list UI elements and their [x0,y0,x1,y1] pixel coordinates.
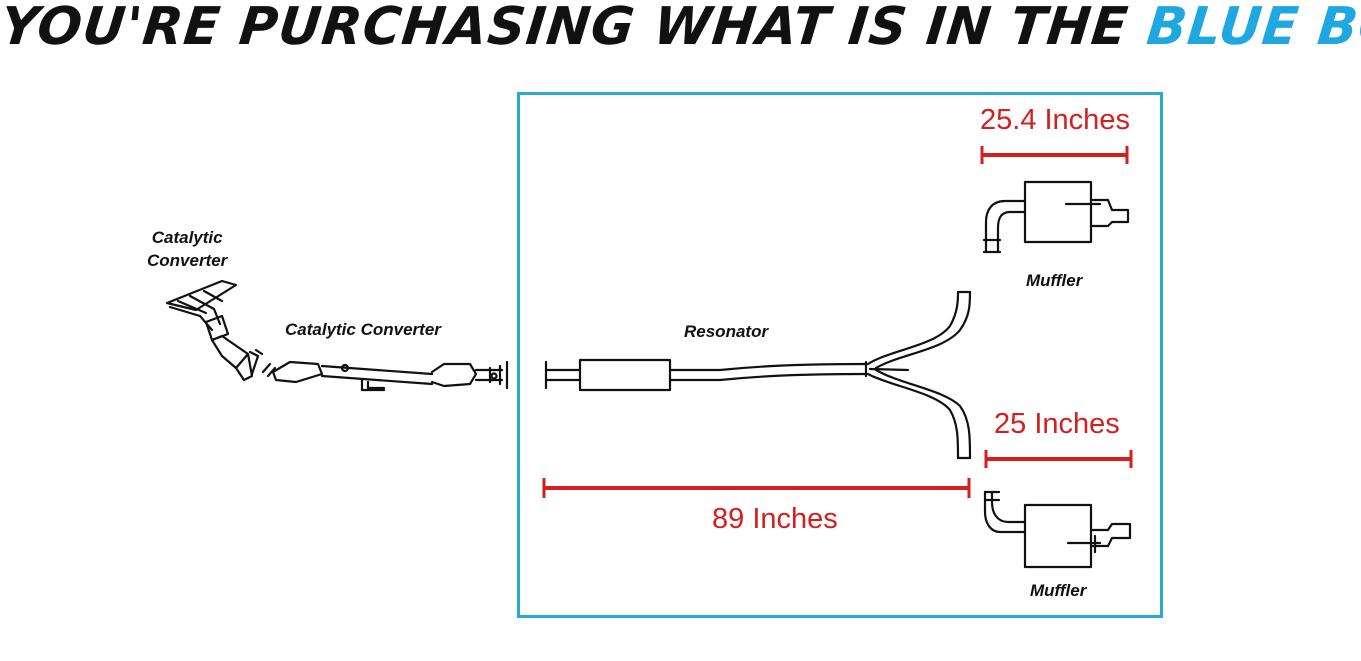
label-muffler-bottom: Muffler [1030,581,1087,600]
muffler-bottom-drawing [983,490,1132,569]
exhaust-manifold-drawing [165,279,238,342]
blue-box-outline [517,92,1163,618]
dimension-label-top-muffler: 25.4 Inches [980,104,1130,136]
label-resonator: Resonator [684,322,769,341]
label-catalytic-converter-2: Catalytic Converter [285,320,441,339]
dimension-label-bottom-muffler: 25 Inches [994,408,1120,440]
catalytic-converter-1-drawing [210,334,264,382]
label-catalytic-converter-1: Catalytic Converter [147,228,228,270]
dimension-line-resonator [542,478,971,498]
dimension-label-resonator: 89 Inches [712,503,838,535]
catalytic-converter-2-drawing [261,360,509,392]
muffler-top-drawing [982,180,1130,254]
resonator-section-drawing [544,290,972,460]
label-muffler-top: Muffler [1026,271,1083,290]
dimension-line-top-muffler [980,146,1129,164]
dimension-line-bottom-muffler [984,450,1133,468]
